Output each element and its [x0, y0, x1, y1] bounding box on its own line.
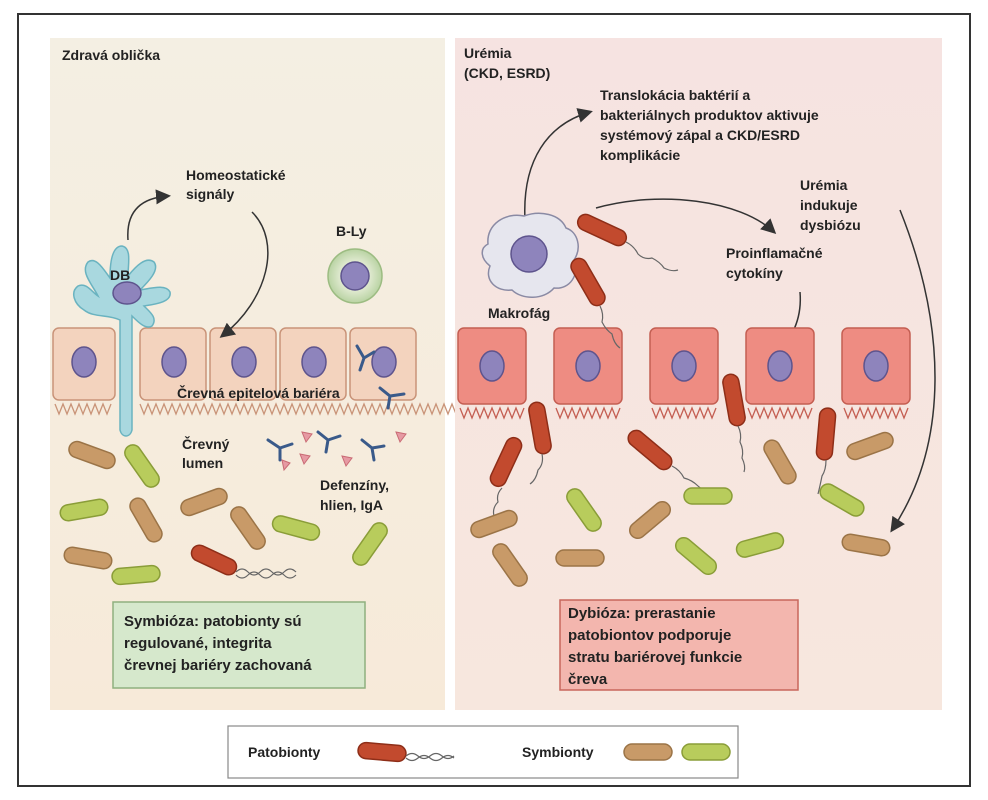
cytokines-label-2: cytokíny	[726, 265, 783, 281]
homeostatic-arrow-down	[219, 211, 269, 338]
right-summary-line-1: Dybióza: prerastanie	[568, 605, 716, 622]
left-summary-box: Symbióza: patobionty sú regulované, inte…	[112, 601, 366, 689]
left-panel: Zdravá oblička DB B-Ly	[50, 38, 465, 710]
translocation-line-3: systémový zápal a CKD/ESRD	[600, 127, 800, 143]
legend-symbiont-green-swatch	[681, 743, 731, 761]
left-summary-line-2: regulované, integrita	[124, 635, 272, 652]
cytokines-label-1: Proinflamačné	[726, 245, 823, 261]
lumen-label-1: Črevný	[182, 435, 230, 452]
b-lymphocyte: B-Ly	[327, 223, 383, 304]
left-summary-line-1: Symbióza: patobionty sú	[124, 613, 302, 630]
right-summary-line-4: čreva	[568, 671, 608, 688]
translocation-line-2: bakteriálnych produktov aktivuje	[600, 107, 819, 123]
left-panel-title: Zdravá oblička	[62, 47, 160, 63]
left-summary-line-3: črevnej bariéry zachovaná	[124, 657, 312, 674]
legend-pathobiont-swatch	[357, 741, 407, 763]
uremia-label-2: indukuje	[800, 197, 858, 213]
cytokine-arrow	[595, 198, 777, 235]
uremia-label-3: dysbiózu	[800, 217, 861, 233]
dendritic-cell: DB	[73, 245, 171, 437]
right-summary-line-2: patobiontov podporuje	[568, 627, 731, 644]
defensins	[281, 431, 407, 472]
legend-pathobionts-label: Patobionty	[248, 744, 321, 760]
translocation-line-1: Translokácia baktérií a	[600, 87, 750, 103]
antibodies	[266, 344, 406, 462]
legend: Patobionty Symbionty	[227, 725, 739, 779]
right-summary-line-3: stratu bariérovej funkcie	[568, 649, 742, 666]
macrophage: Makrofág	[481, 212, 579, 321]
lumen-label-2: lumen	[182, 455, 223, 471]
barrier-label: Črevná epitelová bariéra	[177, 384, 340, 401]
right-summary-box: Dybióza: prerastanie patobiontov podporu…	[559, 599, 799, 691]
macrophage-label: Makrofág	[488, 305, 550, 321]
homeostatic-arrow-up	[127, 189, 171, 241]
legend-symbionts-label: Symbionty	[522, 744, 594, 760]
flagella	[490, 241, 827, 531]
right-epithelium	[457, 327, 911, 420]
right-panel-title-1: Urémia	[464, 45, 512, 61]
bly-label: B-Ly	[336, 223, 367, 239]
defensins-label-1: Defenzíny,	[320, 477, 389, 493]
uremia-arrow	[890, 209, 936, 533]
right-pathobionts	[489, 213, 837, 488]
translocation-line-4: komplikácie	[600, 147, 680, 163]
homeostatic-label-2: signály	[186, 186, 234, 202]
left-epithelium	[52, 327, 465, 416]
right-panel-title-2: (CKD, ESRD)	[464, 65, 550, 81]
translocation-arrow	[524, 108, 593, 221]
right-panel: Urémia (CKD, ESRD) Translokácia baktérií…	[455, 38, 942, 710]
left-bacteria	[59, 440, 388, 586]
homeostatic-label-1: Homeostatické	[186, 167, 286, 183]
defensins-label-2: hlien, IgA	[320, 497, 383, 513]
legend-symbiont-tan-swatch	[623, 743, 673, 761]
uremia-label-1: Urémia	[800, 177, 848, 193]
right-symbionts	[470, 431, 894, 587]
dendritic-label: DB	[110, 267, 130, 283]
